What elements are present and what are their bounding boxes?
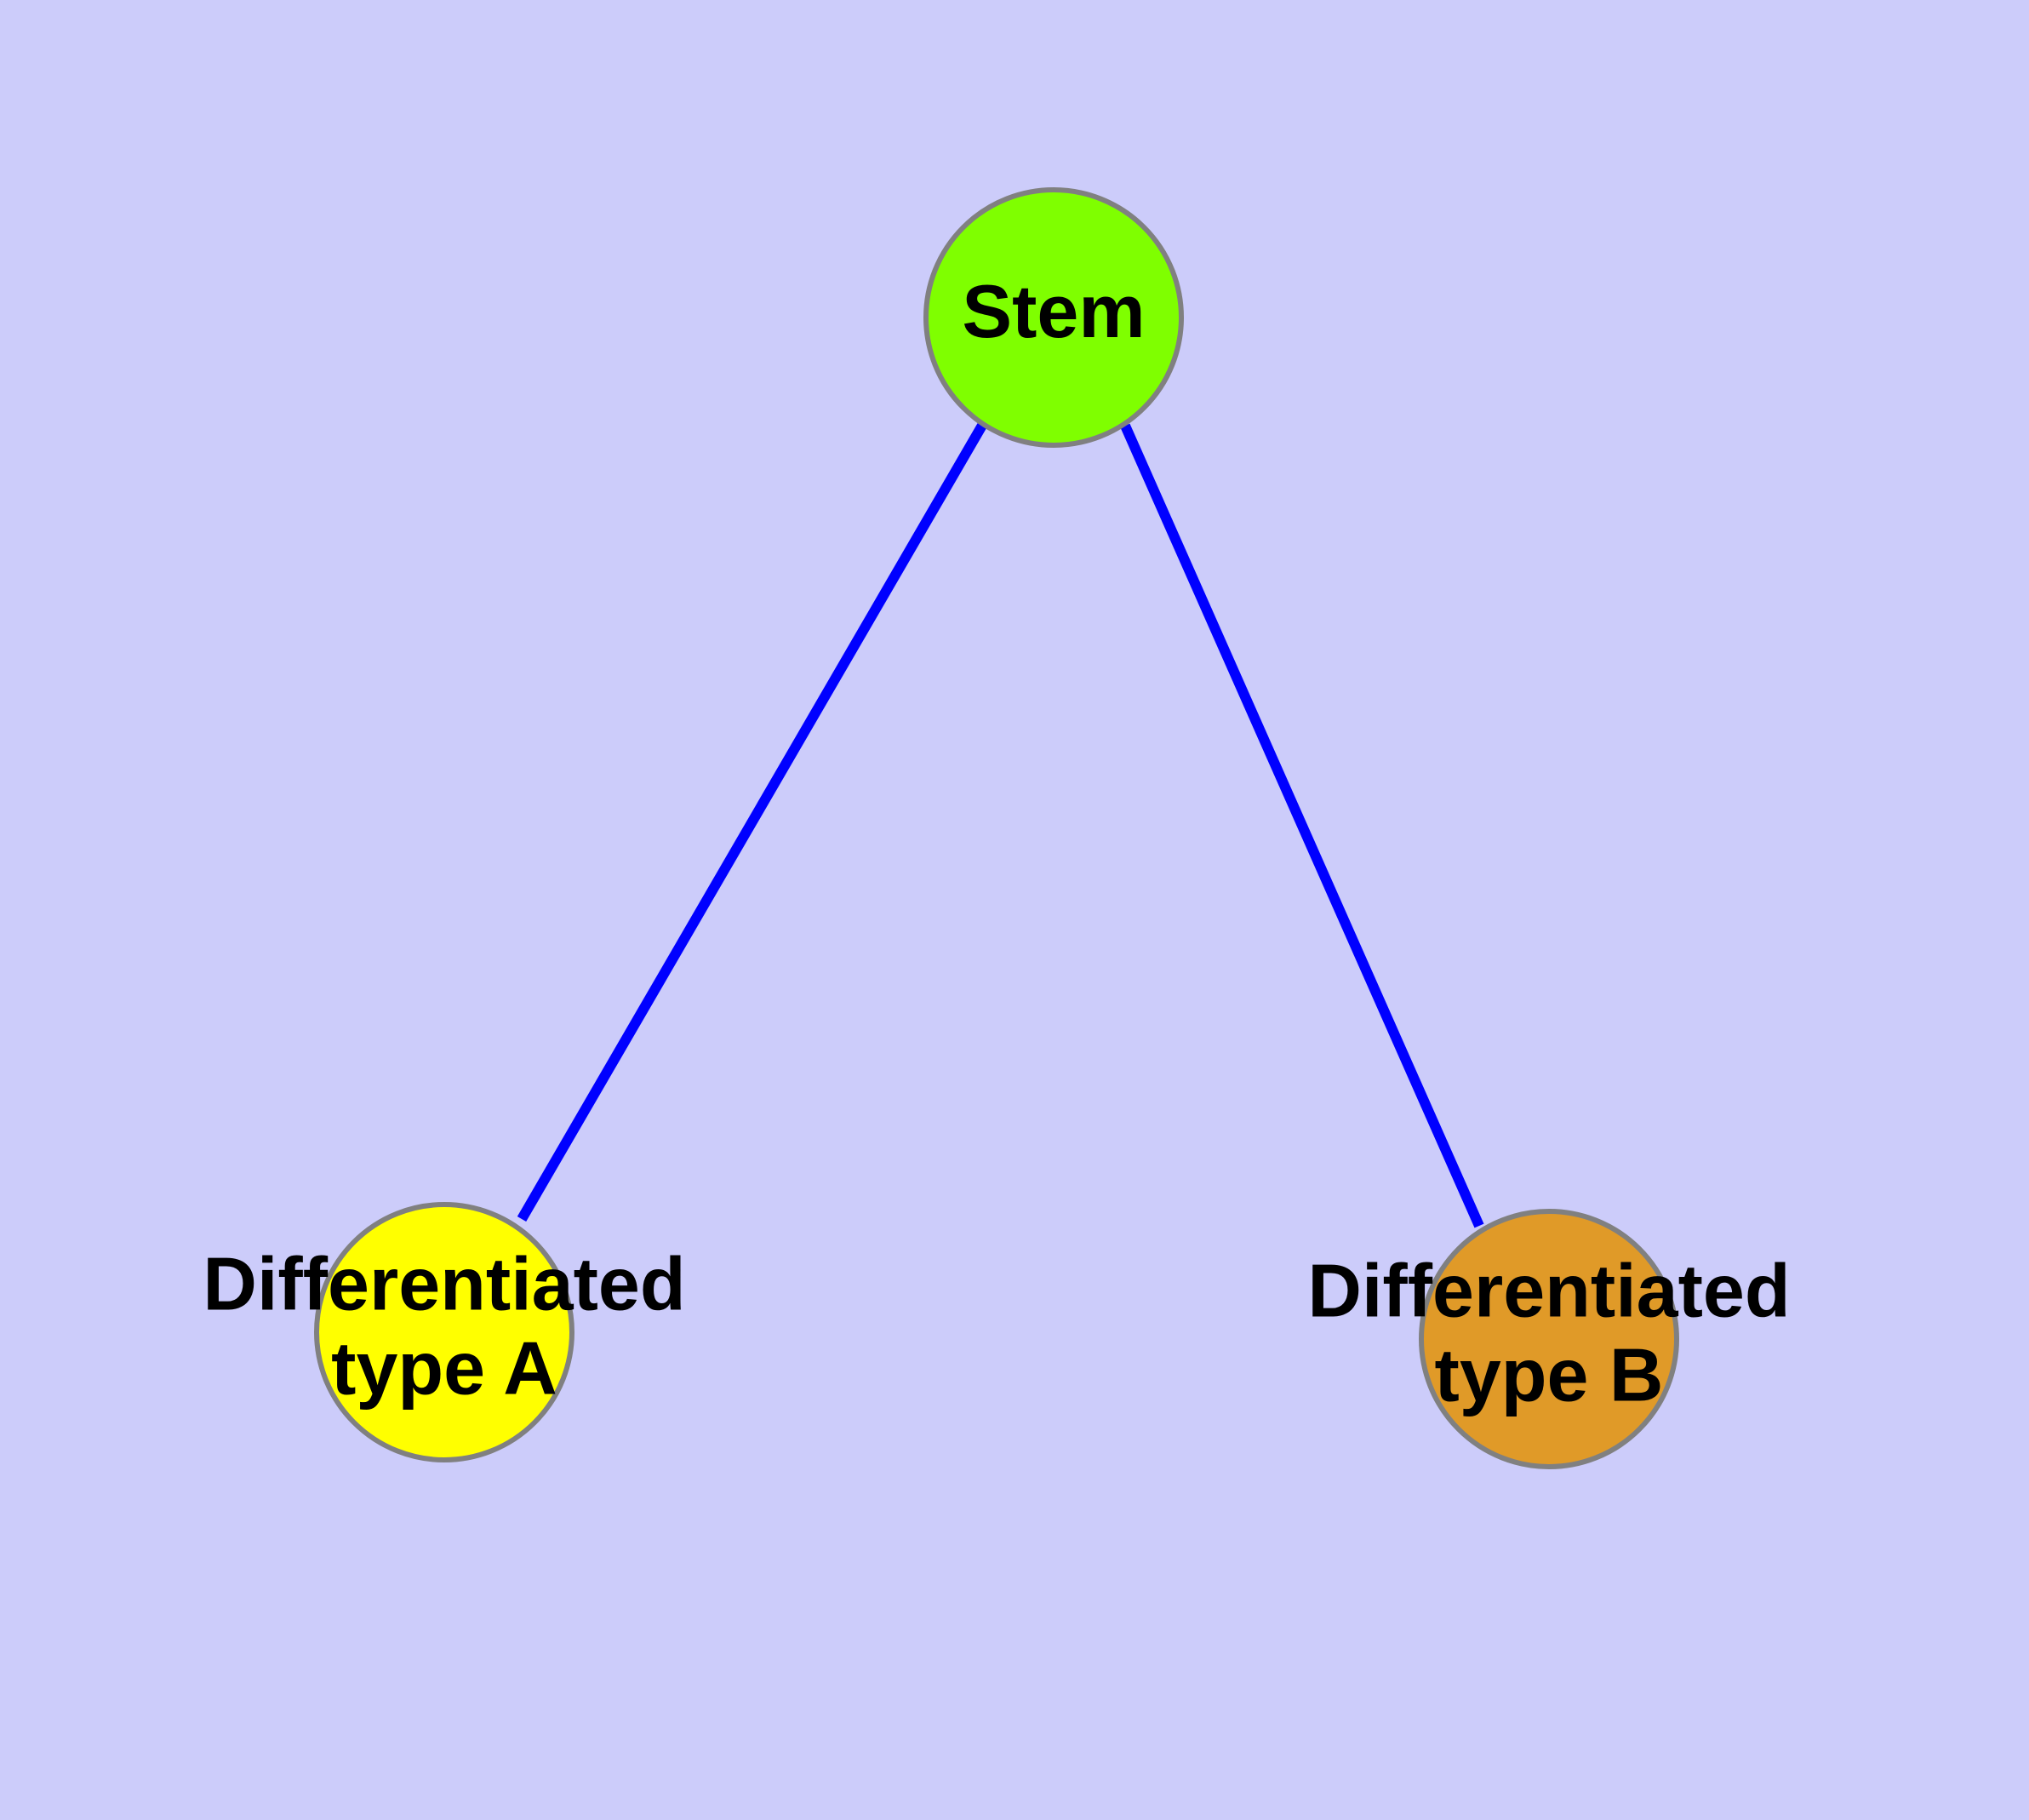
node-circle-diff-b[interactable] — [1419, 1209, 1679, 1469]
node-circle-stem[interactable] — [923, 187, 1184, 448]
edges-layer — [517, 421, 1484, 1228]
node-label-line: type B — [1435, 1333, 1664, 1417]
graph-edge-stem-to-diff-a[interactable] — [517, 421, 988, 1222]
node-label-line: type A — [331, 1326, 557, 1411]
node-label-line: Stem — [962, 269, 1145, 353]
graph-node-stem[interactable]: Stem — [923, 187, 1184, 448]
node-label-line: Differentiated — [203, 1242, 685, 1326]
graph-edge-stem-to-diff-b[interactable] — [1120, 423, 1484, 1228]
node-label-line: Differentiated — [1307, 1249, 1790, 1333]
node-circle-diff-a[interactable] — [314, 1202, 574, 1462]
node-label-stem: Stem — [962, 269, 1145, 353]
